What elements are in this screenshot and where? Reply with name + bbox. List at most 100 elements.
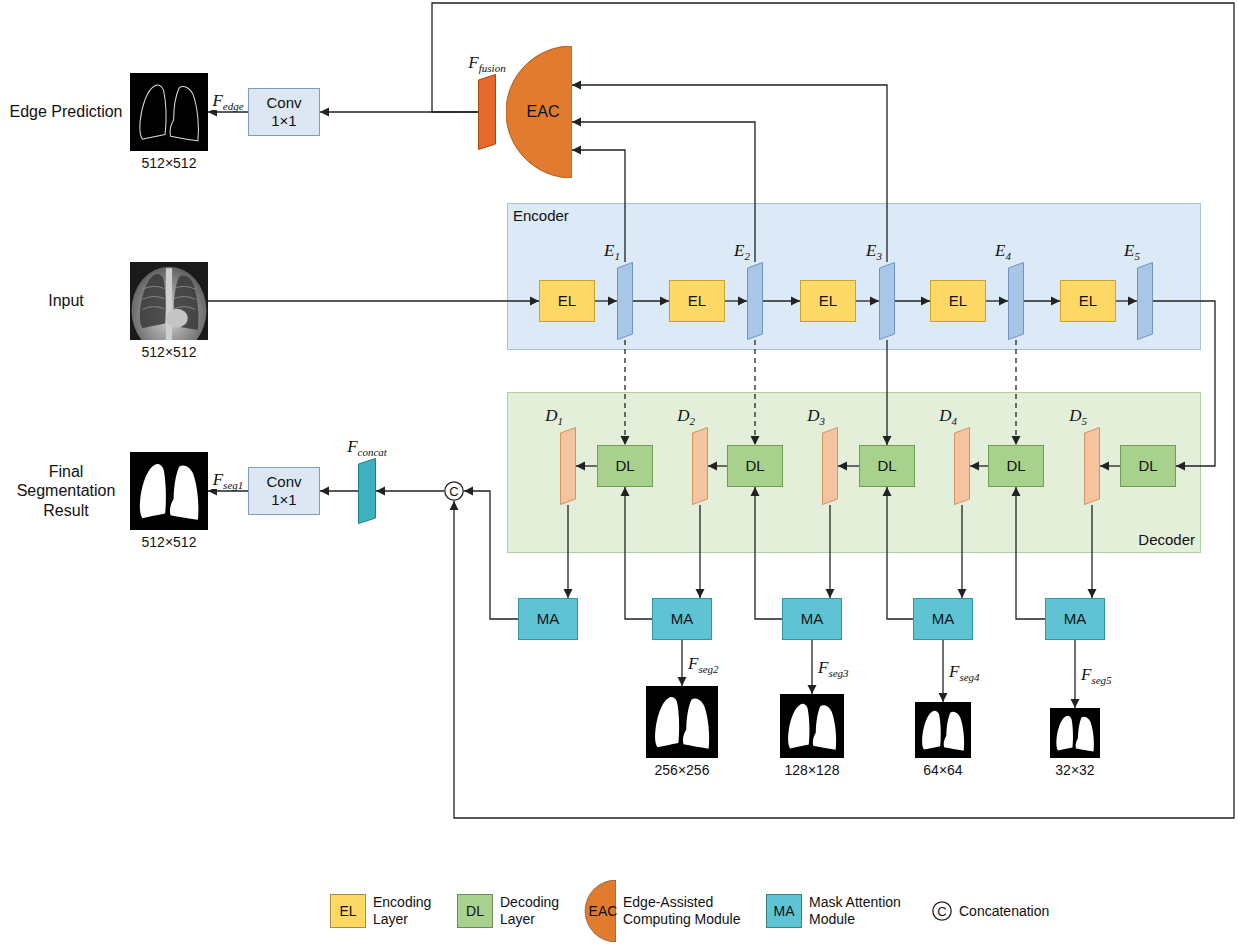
size-caption: 512×512 xyxy=(142,534,197,550)
feature-map: E2 xyxy=(747,262,763,340)
map-shape xyxy=(747,262,763,340)
legend-swatch: MA xyxy=(766,894,802,928)
legend-swatch: DL xyxy=(457,894,493,928)
size-caption: 64×64 xyxy=(923,762,962,778)
edge-label-holder: Fseg1 xyxy=(212,470,245,493)
feature-label: D4 xyxy=(939,406,957,425)
map-label-holder: E2 xyxy=(734,241,750,264)
box-label: EL xyxy=(949,292,967,310)
image-panel: 32×32 xyxy=(1050,708,1100,758)
row-label: Edge Prediction xyxy=(10,103,123,120)
feature-map: D4 xyxy=(954,427,970,505)
map-label-holder: E1 xyxy=(604,241,620,264)
band-fill xyxy=(507,203,1201,350)
layer-box: EL xyxy=(800,280,856,322)
box-label: MA xyxy=(932,610,955,628)
caption-holder: 512×512 xyxy=(100,343,238,361)
layer-box: DL xyxy=(1120,445,1176,487)
image-panel: 128×128 xyxy=(780,694,844,758)
connector-arrow xyxy=(895,300,930,301)
map-label-holder: E4 xyxy=(995,241,1011,264)
box-label: DL xyxy=(745,457,764,475)
map-shape xyxy=(692,427,708,505)
concat-symbol: C xyxy=(449,485,458,498)
map-shape xyxy=(358,458,376,524)
feature-label: E3 xyxy=(866,241,882,260)
image-panel: 64×64 xyxy=(915,702,971,758)
network-band: DecoderD1DLD2DLD3DLD4DLD5DL xyxy=(507,392,1201,553)
feature-map: D3 xyxy=(822,427,838,505)
box-label: EL xyxy=(558,292,576,310)
layer-box: DL xyxy=(597,445,653,487)
connector-arrow xyxy=(576,465,597,466)
layer-box: DL xyxy=(988,445,1044,487)
caption-holder: 128×128 xyxy=(750,761,874,779)
layer-box: DL xyxy=(727,445,783,487)
connector-arrow xyxy=(708,465,727,466)
size-caption: 128×128 xyxy=(785,762,840,778)
edge-label-holder: Fseg3 xyxy=(817,658,850,681)
connector-arrow xyxy=(1024,300,1060,301)
caption-holder: 64×64 xyxy=(885,761,1001,779)
image-picture xyxy=(915,702,971,758)
map-shape xyxy=(1137,262,1153,340)
feature-map: E5 xyxy=(1137,262,1153,340)
swatch-label: DL xyxy=(466,904,484,918)
feature-label: E1 xyxy=(604,241,620,260)
map-label-holder: D1 xyxy=(545,406,563,429)
size-caption: 512×512 xyxy=(142,155,197,171)
layer-box: EL xyxy=(1060,280,1116,322)
map-shape xyxy=(879,262,895,340)
image-picture xyxy=(646,686,718,758)
feature-label: D2 xyxy=(677,406,695,425)
box-label: DL xyxy=(615,457,634,475)
caption-holder: 256×256 xyxy=(616,761,748,779)
layer-box: Conv 1×1 xyxy=(248,467,320,515)
edge-label-holder: Fseg2 xyxy=(687,654,720,677)
feature-map: D1 xyxy=(560,427,576,505)
connector-arrow xyxy=(633,300,669,301)
edge-label-holder: Fedge xyxy=(211,91,244,114)
connector-arrow xyxy=(208,300,539,301)
legend-text: Edge-Assisted Computing Module xyxy=(623,894,748,928)
feature-map: Ffusion xyxy=(478,74,496,150)
legend-swatch: EAC xyxy=(584,880,616,942)
connector-arrow xyxy=(829,505,830,598)
connector-arrow xyxy=(763,300,800,301)
connector-arrow xyxy=(681,640,682,686)
box-label: Conv 1×1 xyxy=(260,473,308,509)
band-title: Encoder xyxy=(513,207,569,224)
size-caption: 32×32 xyxy=(1055,762,1094,778)
swatch-label: MA xyxy=(774,904,795,918)
concat-circle: C xyxy=(444,481,464,501)
image-panel: 512×512 xyxy=(130,262,208,340)
module-label: EAC xyxy=(527,102,560,121)
connector-arrow xyxy=(595,300,617,301)
layer-box: EL xyxy=(669,280,725,322)
legend-text: Encoding Layer xyxy=(373,894,439,928)
legend-item: EACEdge-Assisted Computing Module xyxy=(584,880,748,942)
legend-item: DLDecoding Layer xyxy=(457,894,566,928)
box-label: DL xyxy=(1138,457,1157,475)
edge-label: Fseg4 xyxy=(948,662,981,681)
box-label: MA xyxy=(1064,610,1087,628)
map-shape xyxy=(822,427,838,505)
connector-arrow xyxy=(942,640,943,702)
caption-holder: 32×32 xyxy=(1020,761,1130,779)
legend-swatch: C xyxy=(932,901,952,921)
connector-arrow xyxy=(376,490,444,491)
connector-arrow xyxy=(970,465,988,466)
image-panel: 512×512 xyxy=(130,452,208,530)
connector-arrow xyxy=(567,505,568,598)
box-label: MA xyxy=(537,610,560,628)
edge-label: Fseg1 xyxy=(212,470,245,489)
connector-arrow xyxy=(432,3,1234,818)
image-picture xyxy=(780,694,844,758)
feature-map: D5 xyxy=(1084,427,1100,505)
connector-arrow xyxy=(856,300,879,301)
feature-label: D3 xyxy=(807,406,825,425)
box-label: EL xyxy=(1079,292,1097,310)
map-label-holder: Fconcat xyxy=(347,437,387,460)
map-shape xyxy=(954,427,970,505)
